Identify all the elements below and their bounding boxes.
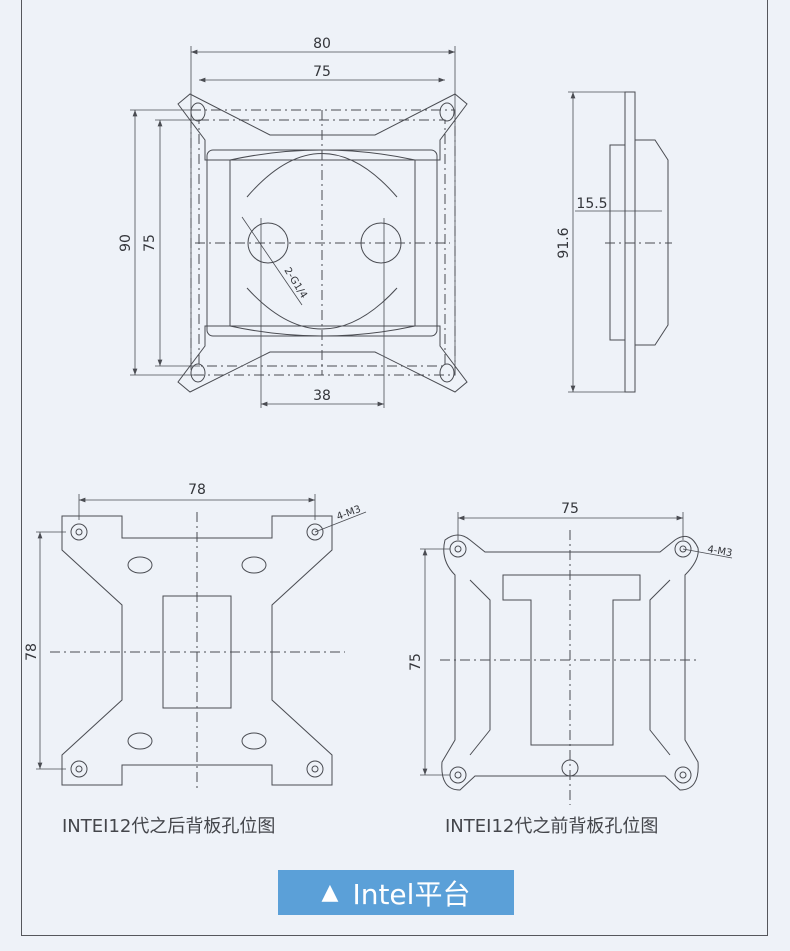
dim-91-6: 91.6 xyxy=(556,227,572,258)
intel-platform-label: Intel平台 xyxy=(352,877,471,911)
dim-90: 90 xyxy=(118,234,134,252)
side-view: 15.5 91.6 xyxy=(556,91,672,393)
top-view: 80 75 90 75 38 2-G1/4 xyxy=(118,36,468,408)
backplate-after-12th: 78 78 4-M3 xyxy=(24,482,367,790)
intel-platform-button[interactable]: ▲ Intel平台 xyxy=(278,870,514,915)
backplate-before-12th: 75 75 4-M3 xyxy=(408,501,733,805)
drawing-frame xyxy=(21,0,768,936)
dim-75-width: 75 xyxy=(313,64,331,80)
hole-label: 4-M3 xyxy=(706,544,732,559)
dim-80: 80 xyxy=(313,36,331,52)
dim-75-height: 75 xyxy=(408,653,424,671)
dim-38: 38 xyxy=(313,388,331,404)
dim-75-width: 75 xyxy=(561,501,579,517)
dim-75-height: 75 xyxy=(142,234,158,252)
dim-15-5: 15.5 xyxy=(576,196,607,212)
dim-78-height: 78 xyxy=(24,643,40,661)
hole-label: 4-M3 xyxy=(335,504,362,523)
caption-before-12th: INTEI12代之前背板孔位图 xyxy=(445,816,659,837)
caption-after-12th: INTEI12代之后背板孔位图 xyxy=(62,816,276,837)
triangle-up-icon: ▲ xyxy=(321,880,339,905)
dim-78-width: 78 xyxy=(188,482,206,498)
